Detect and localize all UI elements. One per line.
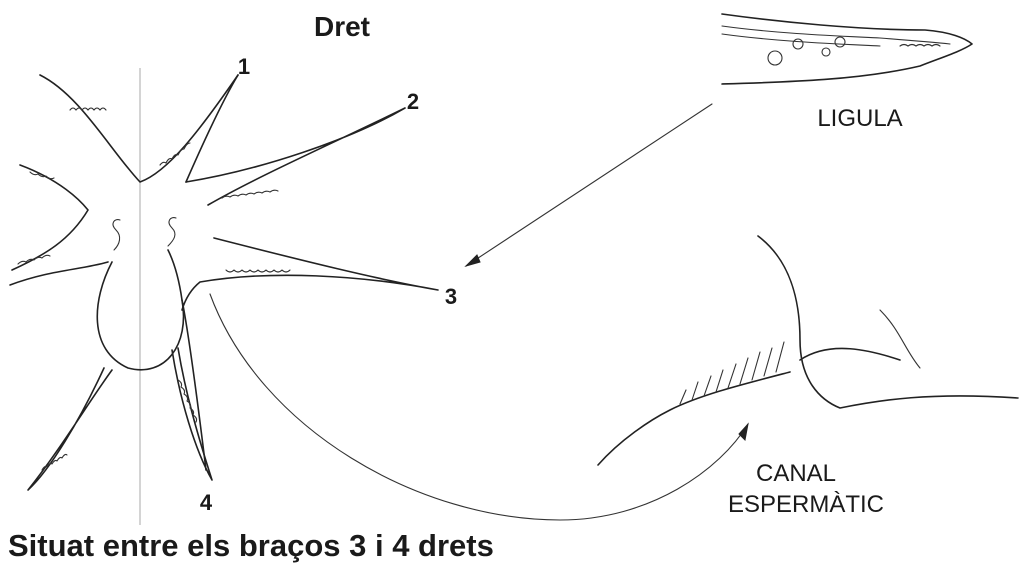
diagram-title: Dret bbox=[314, 11, 370, 42]
arm-label-2: 2 bbox=[407, 89, 419, 114]
arm-label-3: 3 bbox=[445, 284, 457, 309]
diagram-caption: Situat entre els braços 3 i 4 drets bbox=[8, 528, 494, 563]
ligula-pointer-arrow bbox=[466, 104, 712, 266]
canal-label-line2: ESPERMÀTIC bbox=[728, 491, 884, 518]
octopus-body bbox=[10, 75, 438, 490]
arm-label-4: 4 bbox=[200, 490, 213, 515]
canal-pointer-arrow bbox=[210, 294, 748, 520]
arm-label-1: 1 bbox=[238, 54, 250, 79]
ligula-illustration bbox=[722, 14, 972, 84]
ligula-label: LIGULA bbox=[817, 105, 902, 132]
canal-label-line1: CANAL bbox=[756, 460, 836, 487]
spermatic-canal-illustration bbox=[598, 236, 1018, 465]
